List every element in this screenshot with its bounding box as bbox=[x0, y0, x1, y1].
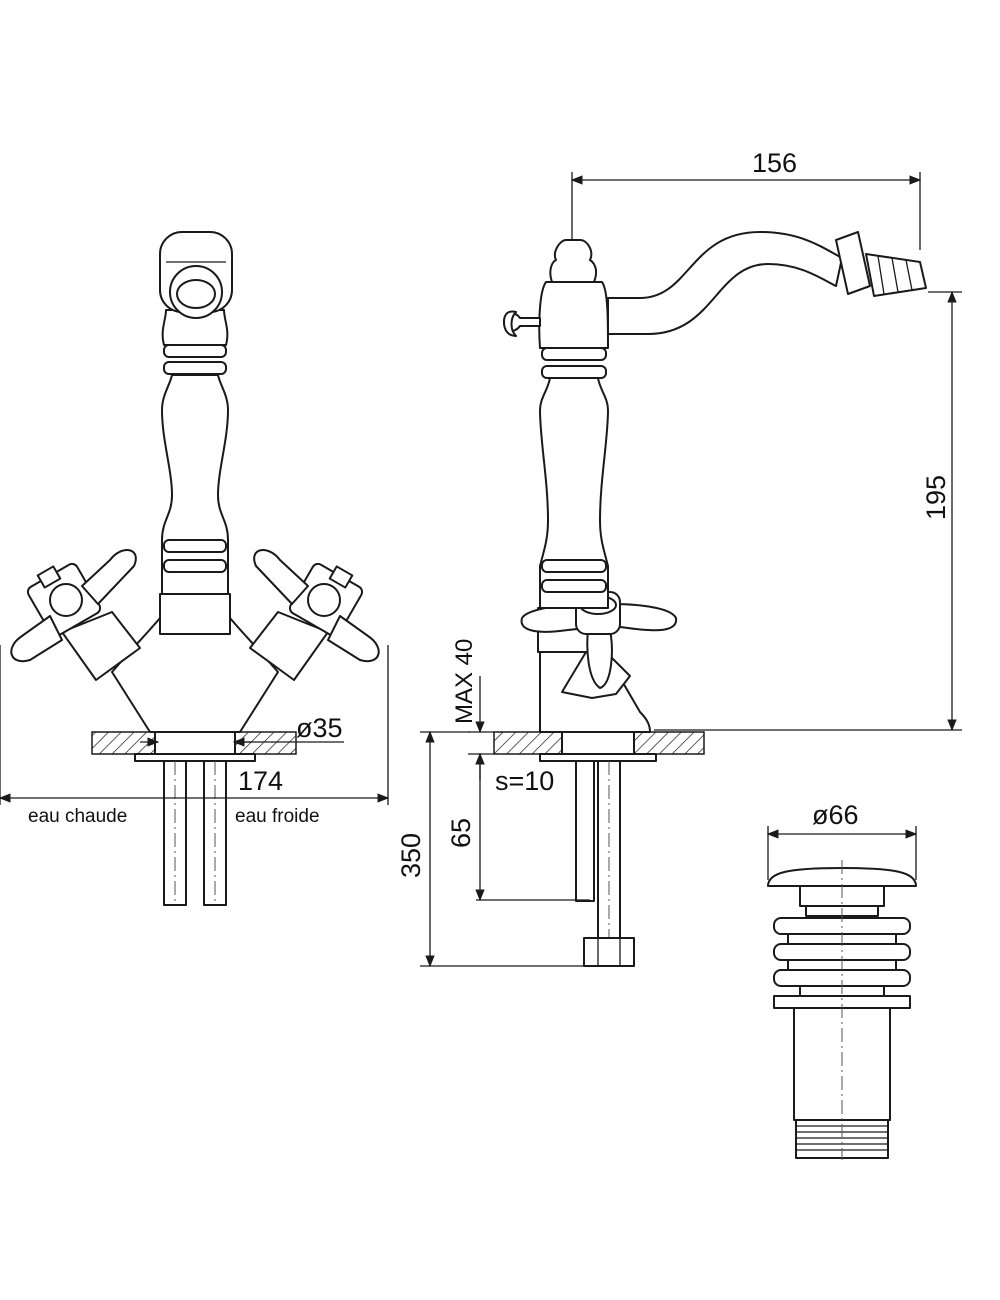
dim-195-label: 195 bbox=[921, 475, 951, 520]
front-collar bbox=[159, 593, 231, 635]
side-top-finial bbox=[549, 239, 598, 283]
hot-handle-arm bbox=[10, 615, 63, 663]
dim-350 bbox=[420, 730, 584, 968]
front-washer bbox=[134, 753, 256, 762]
front-deck-hole bbox=[154, 731, 236, 755]
dim-35-label: ø35 bbox=[296, 713, 343, 743]
dim-156-label: 156 bbox=[752, 148, 797, 178]
dim-174-label: 174 bbox=[238, 766, 283, 796]
cold-handle-arm bbox=[327, 615, 380, 663]
side-swan-spout bbox=[607, 231, 843, 335]
side-threaded-shank bbox=[575, 760, 595, 902]
front-bowl-body bbox=[111, 617, 279, 733]
dim-65-label: 65 bbox=[446, 818, 476, 848]
side-view bbox=[493, 231, 927, 967]
cold-handle-arm bbox=[253, 549, 309, 605]
dim-66 bbox=[766, 826, 918, 880]
dim-s10-label: s=10 bbox=[495, 766, 554, 796]
dim-max-40-label: MAX 40 bbox=[451, 639, 478, 724]
hot-handle-arm bbox=[81, 549, 137, 605]
dim-156 bbox=[570, 172, 922, 250]
hot-valve bbox=[10, 549, 141, 681]
cold-valve bbox=[249, 549, 380, 681]
side-hose-nut bbox=[583, 937, 635, 967]
side-spout-nozzle bbox=[835, 231, 871, 295]
pop-up-waste bbox=[767, 860, 917, 1160]
label-cold: eau froide bbox=[235, 806, 320, 827]
front-view bbox=[10, 231, 380, 906]
label-hot: eau chaude bbox=[28, 806, 127, 827]
side-spout-column bbox=[539, 377, 609, 609]
dim-65 bbox=[468, 752, 590, 902]
dim-350-label: 350 bbox=[396, 833, 426, 878]
front-supply-hoses bbox=[163, 760, 227, 906]
dim-66-label: ø66 bbox=[812, 800, 859, 830]
dim-195 bbox=[654, 290, 962, 732]
dim-174 bbox=[0, 645, 390, 805]
